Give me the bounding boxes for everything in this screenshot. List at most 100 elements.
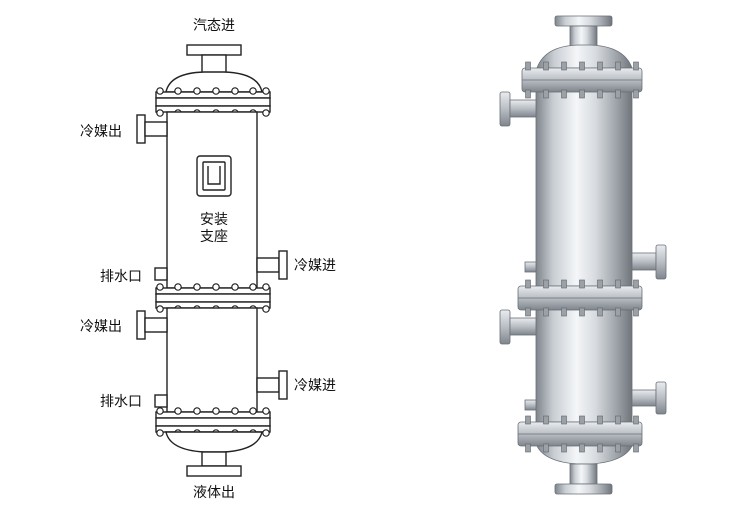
flange-bolt bbox=[156, 87, 164, 95]
liquid-outlet-pipe bbox=[186, 451, 242, 477]
flange-bolt bbox=[193, 283, 201, 291]
render-flange-bolt bbox=[543, 443, 549, 453]
render-flange-bolt bbox=[561, 415, 567, 425]
coolant-outlet-label-lower: 冷媒出 bbox=[80, 319, 122, 335]
support-label-line1: 安装 bbox=[200, 212, 228, 228]
render-flange-bolt bbox=[525, 307, 531, 317]
render-flange-bolt bbox=[615, 307, 621, 317]
render-flange-bolt bbox=[615, 279, 621, 289]
flange-bolt bbox=[156, 429, 164, 437]
render-flange-bolt bbox=[543, 89, 549, 99]
flange-bolt bbox=[156, 283, 164, 291]
render-flange-bolt bbox=[561, 443, 567, 453]
support-label-line2: 支座 bbox=[200, 229, 228, 245]
render-flange-bolt bbox=[579, 279, 585, 289]
render-bottom-nozzle bbox=[569, 463, 598, 485]
render-flange-bolt bbox=[633, 415, 639, 425]
render-flange-bolt bbox=[615, 443, 621, 453]
upper-shell bbox=[166, 111, 258, 289]
flange-bolt bbox=[262, 429, 270, 437]
coolant-outlet-pipe-upper bbox=[136, 114, 168, 144]
flange-bolt bbox=[249, 87, 257, 95]
flange-bolt bbox=[174, 87, 182, 95]
flange-bolt bbox=[262, 305, 270, 313]
render-upper-left-nozzle-flange bbox=[499, 91, 511, 127]
render-lower-right-nozzle bbox=[631, 389, 657, 407]
render-flange-bolt bbox=[633, 279, 639, 289]
liquid-outlet-label: 液体出 bbox=[193, 485, 235, 501]
coolant-inlet-pipe-upper bbox=[256, 250, 288, 280]
render-flange-bolt bbox=[597, 279, 603, 289]
render-upper-right-nozzle-flange bbox=[655, 244, 667, 280]
drain-label-upper: 排水口 bbox=[100, 269, 142, 285]
render-upper-shell bbox=[535, 91, 633, 287]
coolant-inlet-label-upper: 冷媒进 bbox=[294, 258, 336, 274]
flange-bolt bbox=[262, 109, 270, 117]
lower-shell bbox=[166, 307, 258, 413]
bottom-head bbox=[165, 431, 263, 453]
render-top-head bbox=[536, 44, 633, 69]
render-flange-bolt bbox=[633, 307, 639, 317]
coolant-inlet-pipe-lower bbox=[256, 370, 288, 400]
flange-bolt bbox=[212, 407, 220, 415]
top-head bbox=[165, 71, 263, 93]
flange-bolt bbox=[174, 407, 182, 415]
render-flange-bolt bbox=[615, 61, 621, 71]
coolant-outlet-pipe-lower bbox=[136, 310, 168, 340]
render-bottom-nozzle-flange bbox=[554, 483, 613, 495]
flange-bolt bbox=[262, 283, 270, 291]
coolant-outlet-label-upper: 冷媒出 bbox=[80, 124, 122, 140]
render-flange-bolt bbox=[597, 415, 603, 425]
render-flange-bolt bbox=[633, 443, 639, 453]
render-lower-left-nozzle bbox=[509, 317, 537, 336]
render-flange-bolt bbox=[543, 279, 549, 289]
render-top-nozzle-flange bbox=[554, 15, 613, 27]
render-flange-bolt bbox=[597, 89, 603, 99]
render-flange-bolt bbox=[561, 61, 567, 71]
render-upper-drain bbox=[524, 261, 537, 273]
render-flange-bolt bbox=[561, 89, 567, 99]
render-lower-left-nozzle-flange bbox=[499, 309, 511, 345]
flange-bolt bbox=[262, 87, 270, 95]
flange-bolt bbox=[193, 87, 201, 95]
render-flange-bolts bbox=[525, 61, 639, 453]
flange-bolt bbox=[249, 407, 257, 415]
render-flange-bolt bbox=[597, 307, 603, 317]
schematic-drawing: 安装 支座 bbox=[80, 18, 336, 501]
coolant-inlet-label-lower: 冷媒进 bbox=[294, 378, 336, 394]
drain-port-lower bbox=[154, 394, 168, 408]
flange-bolt bbox=[262, 407, 270, 415]
render-flange-bolt bbox=[579, 307, 585, 317]
flange-bolt bbox=[156, 109, 164, 117]
render-flange-bolt bbox=[579, 415, 585, 425]
flange-bolt bbox=[231, 283, 239, 291]
product-render bbox=[499, 15, 667, 495]
render-flange-bolt bbox=[525, 415, 531, 425]
steam-inlet-pipe bbox=[186, 44, 242, 74]
render-flange-bolt bbox=[615, 415, 621, 425]
render-flange-bolt bbox=[525, 279, 531, 289]
flange-bolt bbox=[231, 87, 239, 95]
drain-label-lower: 排水口 bbox=[100, 394, 142, 410]
drain-port-upper bbox=[154, 267, 168, 281]
render-flange-bolt bbox=[543, 415, 549, 425]
flange-bolt bbox=[212, 283, 220, 291]
render-flange-bolt bbox=[561, 307, 567, 317]
render-flange-bolt bbox=[525, 443, 531, 453]
render-lower-shell bbox=[535, 309, 633, 423]
render-flange-bolt bbox=[579, 443, 585, 453]
flange-bolt bbox=[156, 407, 164, 415]
render-flange-bolt bbox=[615, 89, 621, 99]
render-upper-left-nozzle bbox=[509, 99, 537, 118]
render-lower-right-nozzle-flange bbox=[655, 381, 667, 415]
render-flange-bolt bbox=[579, 61, 585, 71]
render-flange-bolt bbox=[525, 89, 531, 99]
flange-bolt bbox=[156, 305, 164, 313]
render-flange-bolt bbox=[561, 279, 567, 289]
render-flange-bolt bbox=[543, 61, 549, 71]
render-upper-right-nozzle bbox=[631, 252, 657, 271]
mounting-support-icon bbox=[196, 155, 232, 197]
render-flange-bolt bbox=[597, 443, 603, 453]
flange-bolt bbox=[174, 283, 182, 291]
